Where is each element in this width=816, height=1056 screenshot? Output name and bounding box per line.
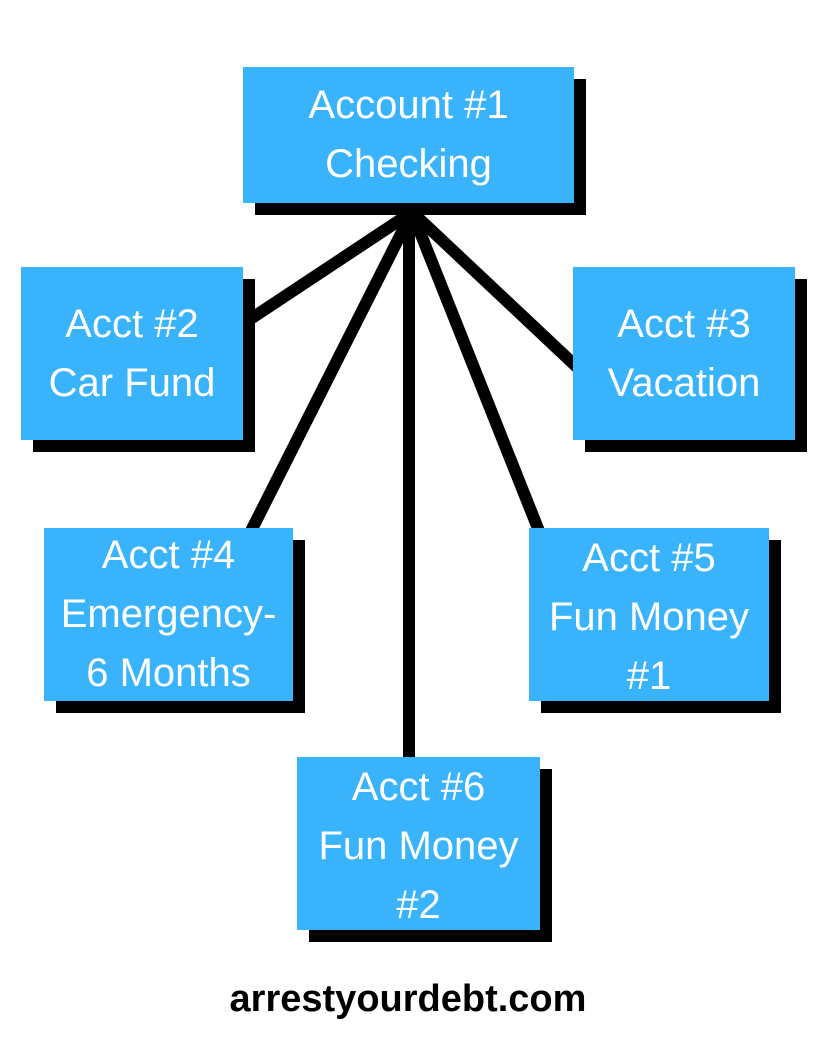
node-subtitle: Fun Money <box>548 595 750 639</box>
connector-acct-3 <box>407 207 585 375</box>
node-acct-2-car-fund: Acct #2 Car Fund <box>21 267 243 440</box>
node-title: Acct #4 <box>101 533 236 577</box>
connector-acct-5 <box>406 209 547 539</box>
connector-acct-2 <box>248 206 416 324</box>
node-subtitle: Checking <box>325 142 492 186</box>
node-acct-6-fun-money-2: Acct #6 Fun Money #2 <box>297 757 540 930</box>
footer-site-url: arrestyourdebt.com <box>229 978 587 1020</box>
node-title: Acct #6 <box>351 765 486 809</box>
node-acct-3-vacation: Acct #3 Vacation <box>573 267 795 440</box>
node-title: Account #1 <box>308 83 509 127</box>
node-subtitle-2: #2 <box>396 883 441 927</box>
node-subtitle: Vacation <box>607 360 761 405</box>
node-title: Acct #5 <box>582 536 716 580</box>
node-account-1-checking: Account #1 Checking <box>243 67 574 203</box>
node-acct-5-fun-money-1: Acct #5 Fun Money #1 <box>529 528 769 701</box>
node-acct-4-emergency: Acct #4 Emergency- 6 Months <box>44 528 293 701</box>
node-subtitle: Car Fund <box>48 360 216 405</box>
node-subtitle: Emergency- <box>60 592 277 636</box>
node-subtitle-2: 6 Months <box>86 651 251 695</box>
node-subtitle: Fun Money <box>318 824 519 868</box>
connector-acct-4 <box>243 209 418 538</box>
node-title: Acct #2 <box>65 301 199 346</box>
node-title: Acct #3 <box>617 301 751 346</box>
node-subtitle-2: #1 <box>626 654 672 698</box>
